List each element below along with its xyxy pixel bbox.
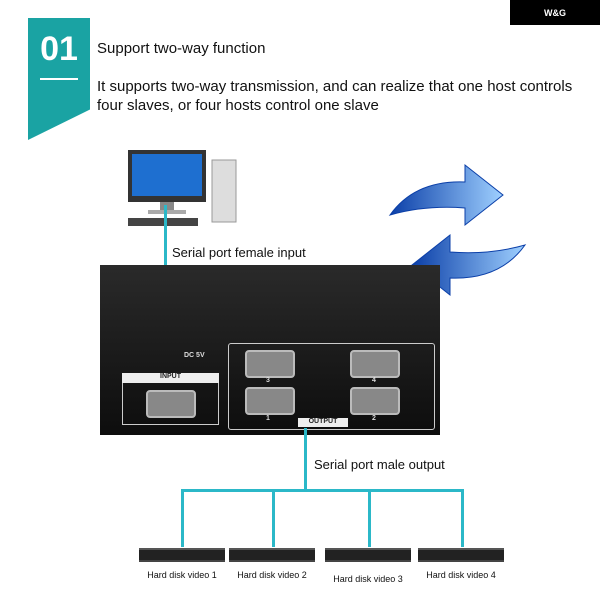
port-number: 2 [372,415,376,422]
dc-label: DC 5V [184,352,205,359]
slave-label: Hard disk video 4 [426,570,496,580]
port-number: 1 [266,415,270,422]
output-label-text: Serial port male output [314,457,445,472]
output-port-3 [245,350,295,378]
port-number: 3 [266,377,270,384]
dvr-device-3 [325,548,411,562]
branch-line [272,489,275,547]
branch-line [461,489,464,547]
badge-underline [40,78,78,80]
brand-logo: W&G [510,0,600,25]
output-port-1 [245,387,295,415]
two-way-arrows-icon [388,163,527,297]
slave-label: Hard disk video 2 [237,570,307,580]
output-label: OUTPUT [298,418,348,427]
input-port [146,390,196,418]
branch-line [368,489,371,547]
output-connector-line [304,428,307,490]
branch-line [181,489,184,547]
dvr-device-2 [229,548,315,562]
feature-title: Support two-way function [97,40,266,57]
output-port-4 [350,350,400,378]
input-label: Serial port female input [172,245,306,260]
input-port-label: INPUT [122,373,219,383]
computer-icon [128,150,237,226]
port-number: 4 [372,377,376,384]
badge-number: 01 [40,30,78,68]
slave-label: Hard disk video 3 [333,574,403,584]
feature-description: It supports two-way transmission, and ca… [97,78,573,114]
dvr-device-1 [139,548,225,562]
serial-switch-device: DC 5V INPUT 3 4 1 2 OUTPUT [100,265,440,435]
output-bus-line [181,489,464,492]
slave-label: Hard disk video 1 [147,570,217,580]
dvr-device-4 [418,548,504,562]
output-port-2 [350,387,400,415]
